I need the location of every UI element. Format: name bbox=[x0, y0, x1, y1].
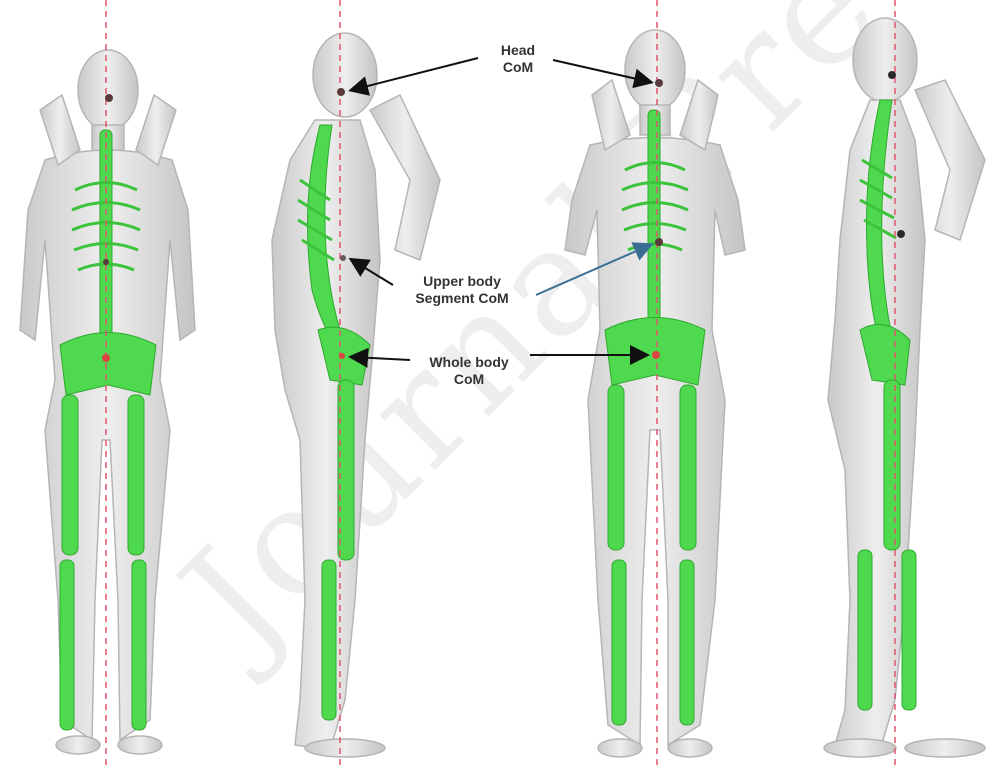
head-com-marker bbox=[105, 94, 113, 102]
head-com-label-line-1: Head bbox=[482, 42, 554, 59]
whole-body-com-label: Whole body CoM bbox=[408, 354, 530, 388]
whole-body-com-marker bbox=[652, 351, 660, 359]
upper-body-com-marker bbox=[655, 238, 663, 246]
figure-male-front bbox=[20, 0, 195, 769]
head-com-label: Head CoM bbox=[482, 42, 554, 76]
upper-body-com-marker bbox=[103, 259, 109, 265]
upper-body-com-label-line-2: Segment CoM bbox=[392, 290, 532, 307]
whole-body-com-marker bbox=[102, 354, 110, 362]
whole-body-com-label-line-1: Whole body bbox=[408, 354, 530, 371]
head-com-marker bbox=[888, 71, 896, 79]
upper-body-com-marker bbox=[340, 255, 346, 261]
body-silhouette bbox=[272, 33, 440, 757]
head-com-marker bbox=[655, 79, 663, 87]
upper-body-com-marker bbox=[897, 230, 905, 238]
head-com-label-line-2: CoM bbox=[482, 59, 554, 76]
whole-body-com-marker bbox=[339, 353, 345, 359]
upper-body-com-label: Upper body Segment CoM bbox=[392, 273, 532, 307]
whole-body-com-label-line-2: CoM bbox=[408, 371, 530, 388]
head-com-marker bbox=[337, 88, 345, 96]
figure-female-front bbox=[565, 0, 745, 769]
figure-female-side bbox=[824, 0, 985, 769]
upper-body-com-label-line-1: Upper body bbox=[392, 273, 532, 290]
